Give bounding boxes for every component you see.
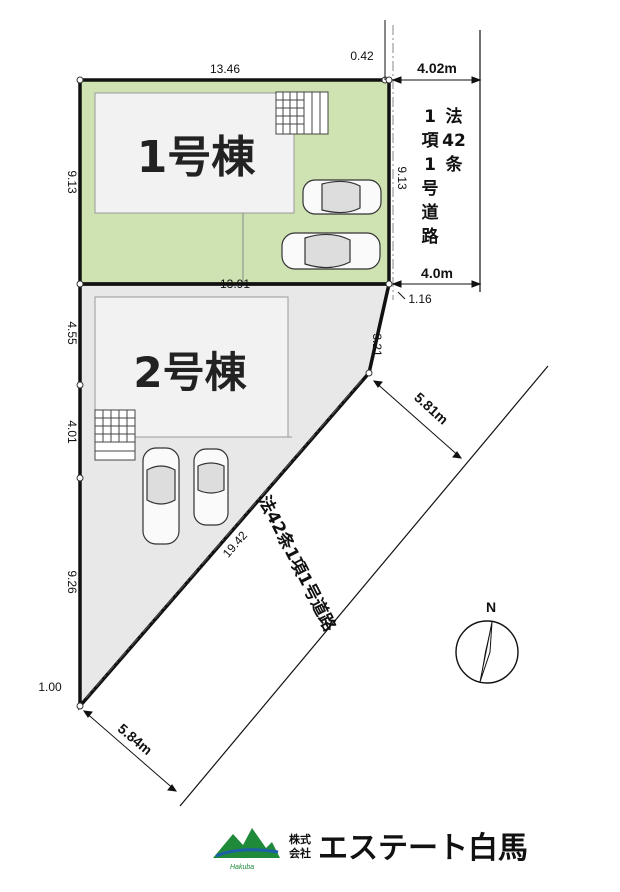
diagonal-road-width-bottom: 5.84m bbox=[115, 720, 156, 758]
diagonal-road-edge bbox=[179, 365, 549, 807]
diagonal-road-label: 法42条1項1号道路 bbox=[254, 492, 341, 635]
east-road-label: 法 42 条 1 項 1 号 道 路 bbox=[422, 106, 466, 247]
entrance-grid-1 bbox=[275, 91, 329, 135]
car-icon bbox=[302, 179, 382, 215]
entrance-grid-2 bbox=[94, 409, 136, 461]
dim-lot2-middle: 4.01 bbox=[65, 420, 79, 444]
building-1-label: 1号棟 bbox=[137, 132, 257, 183]
road-width-arrow-top bbox=[391, 76, 482, 84]
setback-line bbox=[85, 379, 363, 699]
dim-lot1-height-right: 9.13 bbox=[395, 166, 409, 190]
car-icon bbox=[142, 447, 180, 545]
diagonal-road-width-arrow-top bbox=[372, 380, 463, 459]
dim-lot2-lower: 9.26 bbox=[65, 570, 79, 594]
dim-lot1-height-left: 9.13 bbox=[65, 170, 79, 194]
compass-icon: N bbox=[455, 599, 519, 684]
dim-chamfer: 3.21 bbox=[370, 333, 384, 357]
svg-text:道: 道 bbox=[422, 202, 439, 223]
diagonal-road-width-top: 5.81m bbox=[411, 389, 451, 427]
svg-text:Hakuba: Hakuba bbox=[230, 864, 254, 871]
company-logo: Hakuba bbox=[213, 828, 280, 871]
svg-text:1: 1 bbox=[424, 155, 436, 175]
svg-text:法: 法 bbox=[446, 106, 463, 127]
dim-top-width: 13.46 bbox=[210, 62, 240, 76]
boundary-markers bbox=[76, 76, 393, 710]
svg-text:42: 42 bbox=[442, 131, 466, 151]
svg-text:路: 路 bbox=[422, 226, 440, 247]
car-icon bbox=[281, 232, 381, 270]
road-width-arrow-bottom bbox=[391, 280, 482, 288]
car-icon bbox=[193, 448, 229, 526]
company-prefix-top: 株式 bbox=[289, 832, 311, 846]
dim-top-offset: 0.42 bbox=[350, 49, 374, 63]
svg-text:条: 条 bbox=[445, 154, 464, 175]
dim-lot2-upper: 4.55 bbox=[65, 321, 79, 345]
dim-right-corner: 1.16 bbox=[408, 292, 432, 306]
svg-text:1: 1 bbox=[424, 107, 436, 127]
dim-bottom-corner: 1.00 bbox=[38, 680, 62, 694]
compass-label: N bbox=[486, 599, 496, 615]
svg-text:号: 号 bbox=[422, 179, 439, 199]
east-road-width-bottom: 4.0m bbox=[421, 265, 453, 281]
svg-text:項: 項 bbox=[422, 131, 440, 151]
company-name: エステート白馬 bbox=[318, 831, 528, 866]
building-2-label: 2号棟 bbox=[133, 348, 247, 397]
diagonal-road-width-arrow-bottom bbox=[82, 710, 178, 792]
east-road-width-top: 4.02m bbox=[417, 60, 457, 76]
dim-middle-width: 13.91 bbox=[220, 277, 250, 291]
building-1 bbox=[94, 92, 295, 214]
company-prefix-bottom: 会社 bbox=[289, 846, 311, 860]
